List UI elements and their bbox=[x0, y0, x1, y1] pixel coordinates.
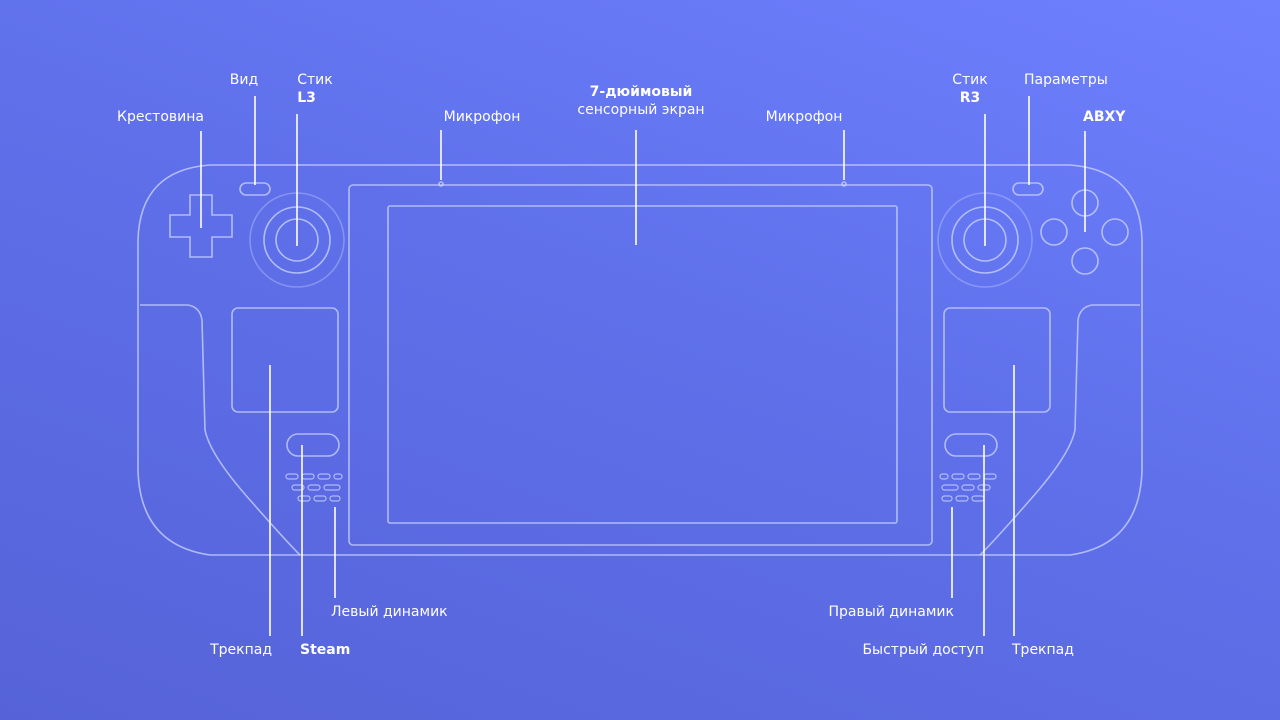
label-options: Параметры bbox=[1024, 72, 1108, 88]
label-trackpad-right: Трекпад bbox=[1012, 642, 1074, 658]
quick-access-button-shape bbox=[944, 433, 998, 457]
left-speaker-grille bbox=[285, 473, 343, 502]
callout-lines bbox=[200, 96, 1086, 636]
label-r3-line1: Стик bbox=[952, 72, 988, 88]
mic-left-dot bbox=[438, 181, 444, 187]
label-mic-left: Микрофон bbox=[443, 109, 521, 125]
label-abxy: ABXY bbox=[1083, 109, 1126, 125]
label-mic-right: Микрофон bbox=[765, 109, 843, 125]
grip-left bbox=[140, 304, 301, 556]
label-trackpad-left: Трекпад bbox=[210, 642, 272, 658]
device-body bbox=[137, 164, 1143, 556]
label-r3-line2: R3 bbox=[959, 90, 981, 106]
dpad-shape bbox=[169, 194, 233, 258]
label-steam: Steam bbox=[300, 642, 351, 658]
label-dpad: Крестовина bbox=[117, 109, 204, 125]
button-a-shape bbox=[1071, 247, 1099, 275]
label-screen-line2: сенсорный экран bbox=[577, 102, 705, 118]
trackpad-left-shape bbox=[231, 307, 339, 413]
grip-right bbox=[979, 304, 1140, 556]
label-screen: 7-дюймовый сенсорный экран bbox=[577, 83, 704, 119]
screen-bezel bbox=[348, 184, 933, 546]
label-quick-access: Быстрый доступ bbox=[862, 642, 984, 658]
label-l3: Стик L3 bbox=[297, 71, 333, 107]
options-button-shape bbox=[1012, 182, 1044, 196]
trackpad-right-shape bbox=[943, 307, 1051, 413]
label-view: Вид bbox=[229, 72, 259, 88]
label-l3-line2: L3 bbox=[297, 90, 316, 106]
button-x-shape bbox=[1040, 218, 1068, 246]
screen-display bbox=[387, 205, 898, 524]
steam-button-shape bbox=[286, 433, 340, 457]
label-l3-line1: Стик bbox=[297, 72, 333, 88]
label-left-speaker: Левый динамик bbox=[331, 604, 448, 620]
right-speaker-grille bbox=[939, 473, 997, 502]
label-screen-line1: 7-дюймовый bbox=[589, 84, 693, 100]
button-b-shape bbox=[1101, 218, 1129, 246]
mic-right-dot bbox=[841, 181, 847, 187]
label-r3: Стик R3 bbox=[952, 71, 988, 107]
label-right-speaker: Правый динамик bbox=[828, 604, 954, 620]
